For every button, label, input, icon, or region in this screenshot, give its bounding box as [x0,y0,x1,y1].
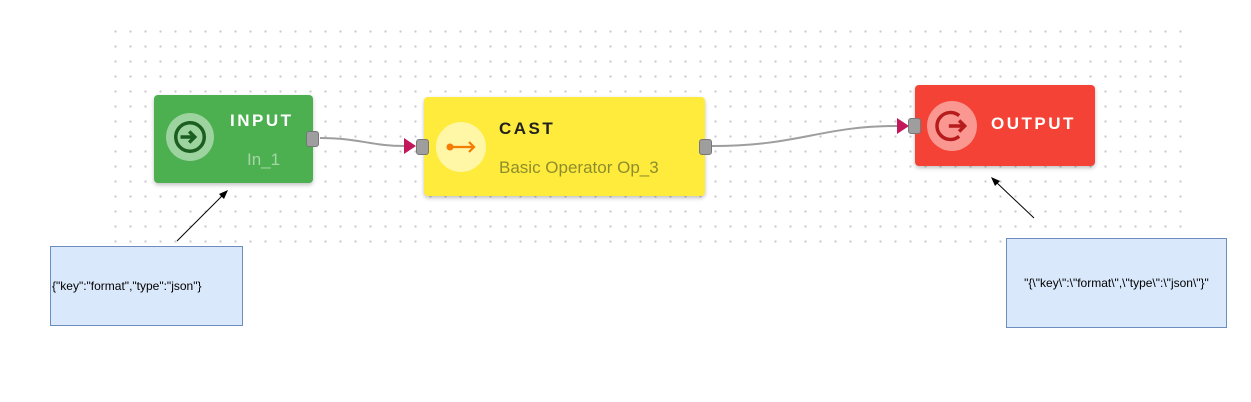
link-cast-output[interactable] [711,125,898,147]
logout-icon [927,101,977,151]
cast-input-arrow [404,138,416,154]
input-node-title: INPUT [230,111,294,130]
cast-node-input-port[interactable] [416,139,429,155]
output-input-arrow [897,118,909,134]
output-node-input-port[interactable] [908,118,921,134]
note-left-text: {"key":"format","type":"json"} [52,279,202,293]
note-left[interactable]: {"key":"format","type":"json"} [50,246,243,326]
annotation-arrow-right [995,181,1035,219]
cast-node-title: CAST [499,119,556,138]
login-icon [166,113,214,161]
output-node[interactable]: OUTPUT [915,85,1095,166]
cast-node-subtitle: Basic Operator Op_3 [499,158,659,177]
cast-node[interactable]: CAST Basic Operator Op_3 [424,97,705,196]
input-node-output-port[interactable] [306,131,319,147]
annotation-arrow-left [176,194,224,242]
annotation-arrowhead-left [219,190,228,199]
cast-node-output-port[interactable] [699,139,712,155]
link-input-cast[interactable] [319,137,406,147]
arrow-right-icon [436,122,486,172]
annotation-arrowhead-right [991,177,1000,186]
input-node[interactable]: INPUT In_1 [154,95,313,183]
note-right-text: "{\"key\":\"format\",\"type\":\"json\"}" [1024,276,1209,290]
input-node-subtitle: In_1 [247,150,281,169]
note-right[interactable]: "{\"key\":\"format\",\"type\":\"json\"}" [1006,238,1227,328]
output-node-title: OUTPUT [991,114,1076,133]
